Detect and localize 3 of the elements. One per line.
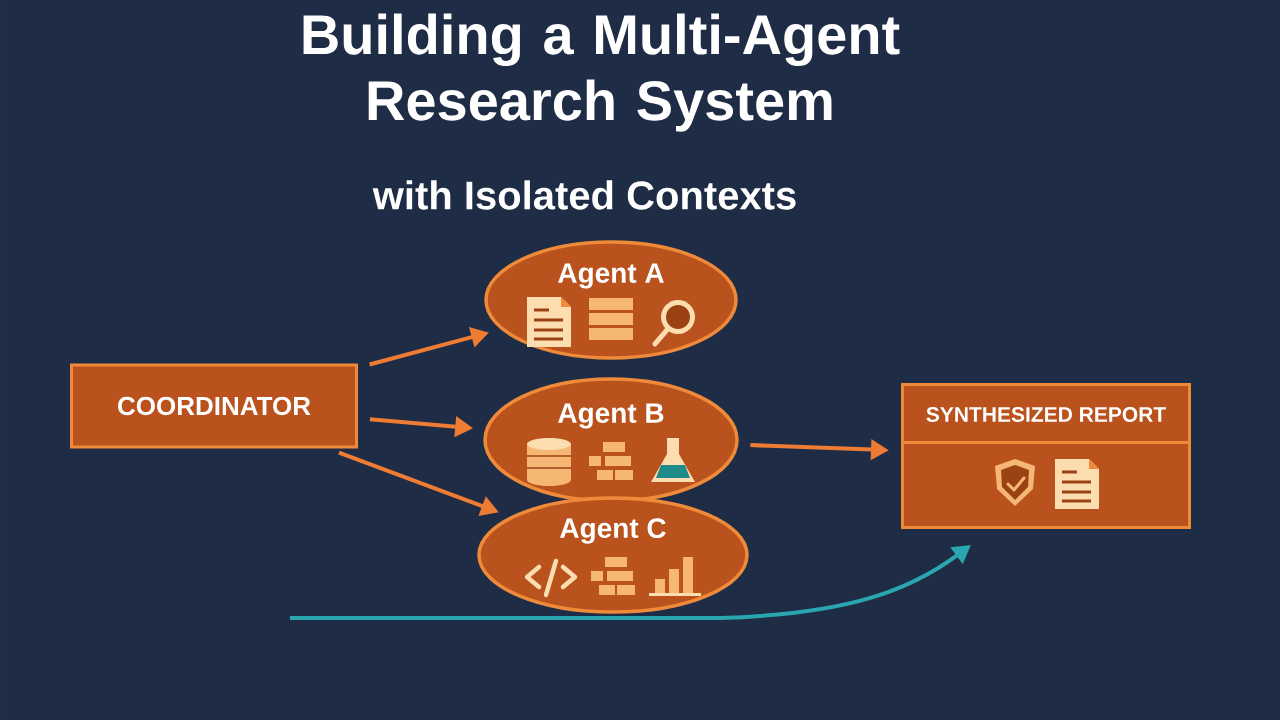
title: Building a Multi-Agent Research System (303, 13, 900, 132)
report-box: SYNTHESIZED REPORT (901, 383, 1191, 529)
coordinator-box: COORDINATOR (70, 363, 358, 449)
